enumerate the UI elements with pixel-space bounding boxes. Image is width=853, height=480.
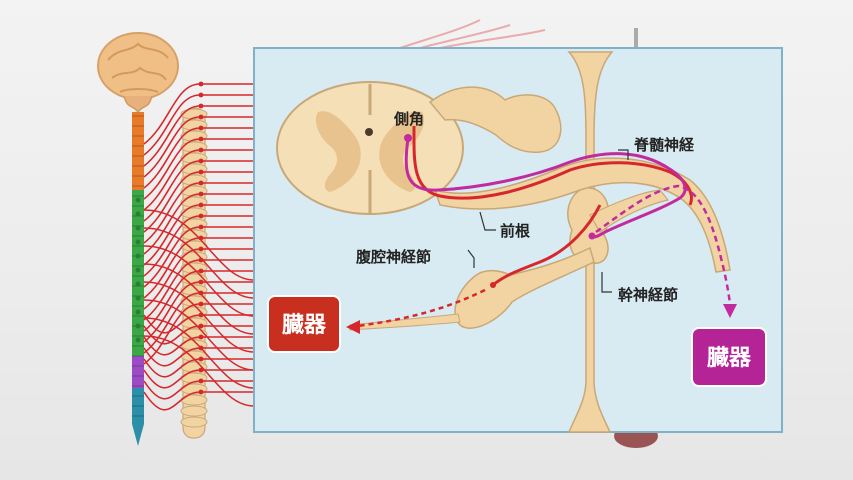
- fiber-synapse-dot: [198, 147, 204, 153]
- splanchnic-nerve: [454, 246, 595, 329]
- cord-dot: [135, 225, 141, 231]
- organ-left-label: 臓器: [282, 313, 327, 338]
- dorsal-root: [428, 86, 562, 153]
- nerve-fiber: [143, 369, 254, 389]
- long-nerve-fiber: [143, 245, 255, 317]
- fiber-synapse-dot: [198, 367, 204, 373]
- cord-dot: [135, 323, 141, 329]
- cord-dot: [135, 239, 141, 245]
- preganglionic-red-fiber: [412, 125, 693, 287]
- organ-right-label: 臓器: [707, 346, 752, 371]
- leader-lines: [467, 149, 629, 293]
- fiber-synapse-dot: [198, 356, 204, 362]
- long-nerve-fiber: [143, 335, 255, 407]
- fiber-synapse-dot: [198, 169, 204, 175]
- label-trunk-ganglion: 幹神経節: [618, 286, 678, 304]
- long-nerve-fiber: [143, 317, 255, 389]
- nerve-fiber: [143, 336, 254, 356]
- fiber-synapse-dot: [198, 246, 204, 252]
- nerve-fiber: [143, 380, 254, 400]
- fiber-synapse-dot: [198, 136, 204, 142]
- cauda-tip: [132, 424, 144, 446]
- fiber-synapse-dot: [198, 290, 204, 296]
- fiber-synapse-dot: [198, 301, 204, 307]
- fiber-synapse-dot: [198, 279, 204, 285]
- nerve-fiber: [143, 391, 254, 411]
- cord-dot: [135, 197, 141, 203]
- fiber-synapse-dot: [198, 125, 204, 131]
- arrow-to-organ-right: [723, 304, 737, 318]
- label-spinal-nerve: 脊髄神経: [633, 136, 695, 154]
- fiber-synapse-dot: [198, 389, 204, 395]
- cord-dot: [135, 253, 141, 259]
- fiber-synapse-dot: [198, 378, 204, 384]
- spinal-segment: [132, 388, 144, 424]
- sympathetic-chain-icon: [180, 107, 208, 439]
- organ-box-right: 臓器: [691, 327, 767, 387]
- long-nerve-fiber: [143, 227, 255, 299]
- fiber-synapse-dot: [198, 334, 204, 340]
- long-nerve-fiber: [143, 299, 255, 371]
- fiber-synapse-dot: [198, 81, 204, 87]
- cord-dot: [135, 295, 141, 301]
- spinal-cord-icon: [132, 112, 144, 446]
- fiber-synapse-dot: [198, 213, 204, 219]
- long-nerve-fiber: [143, 263, 255, 335]
- postganglionic-red-dashed: [357, 288, 486, 328]
- background-fibers: [399, 19, 638, 49]
- brain-icon: [97, 32, 179, 114]
- spinal-segment: [132, 356, 144, 388]
- fiber-synapse-dot: [198, 323, 204, 329]
- label-ventral-root: 前根: [500, 222, 530, 240]
- chain-bead: [180, 416, 208, 428]
- fiber-synapse-dot: [198, 103, 204, 109]
- arrow-to-organ-left: [346, 320, 360, 334]
- spinal-segment: [132, 112, 144, 190]
- postganglionic-magenta-dashed: [595, 184, 732, 305]
- chain-to-panel-fibers: [143, 81, 255, 411]
- organ-box-left: 臓器: [267, 295, 341, 353]
- cord-dot: [135, 309, 141, 315]
- chain-bead: [180, 405, 208, 417]
- long-nerve-fiber: [143, 209, 255, 281]
- preganglionic-magenta-fiber: [404, 137, 687, 239]
- spinal-segment: [132, 190, 144, 356]
- nerve-fiber: [143, 347, 254, 367]
- fiber-synapse-dot: [198, 268, 204, 274]
- cord-dot: [135, 267, 141, 273]
- cord-dot: [135, 281, 141, 287]
- fiber-synapse-dot: [198, 202, 204, 208]
- cord-dot: [135, 337, 141, 343]
- nerve-fiber: [143, 314, 254, 334]
- fiber-synapse-dot: [198, 158, 204, 164]
- fiber-synapse-dot: [198, 191, 204, 197]
- label-lateral-horn: 側角: [393, 110, 424, 128]
- cord-dot: [135, 211, 141, 217]
- long-nerve-fiber: [143, 281, 255, 353]
- fiber-synapse-dot: [198, 92, 204, 98]
- nerve-fiber: [143, 358, 254, 378]
- fiber-synapse-dot: [198, 180, 204, 186]
- ramus: [589, 189, 670, 233]
- fiber-synapse-dot: [198, 114, 204, 120]
- spinal-cord-section: [276, 81, 464, 215]
- label-celiac-ganglion: 腹腔神経節: [356, 248, 431, 266]
- fiber-synapse-dot: [198, 224, 204, 230]
